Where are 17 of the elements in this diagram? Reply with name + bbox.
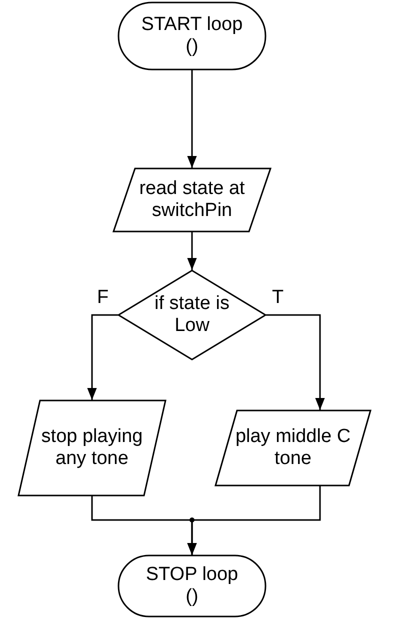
arrow xyxy=(87,314,118,400)
node-text: START loop () xyxy=(140,14,244,58)
input-output-parallelogram xyxy=(18,400,166,496)
arrow xyxy=(187,486,321,555)
node-text: STOP loop () xyxy=(144,564,240,608)
node-text: if state is Low xyxy=(154,293,230,337)
input-output-parallelogram xyxy=(215,410,371,486)
arrow xyxy=(187,70,197,168)
arrow xyxy=(266,314,325,410)
arrow xyxy=(187,232,197,270)
decision-diamond xyxy=(118,270,266,360)
node-text: play middle C tone xyxy=(234,426,352,470)
node-text: stop playing any tone xyxy=(40,426,144,470)
terminal-shape xyxy=(118,555,266,617)
node-text: read state at switchPin xyxy=(138,178,246,222)
input-output-parallelogram xyxy=(113,168,271,232)
terminal-shape xyxy=(118,2,266,70)
